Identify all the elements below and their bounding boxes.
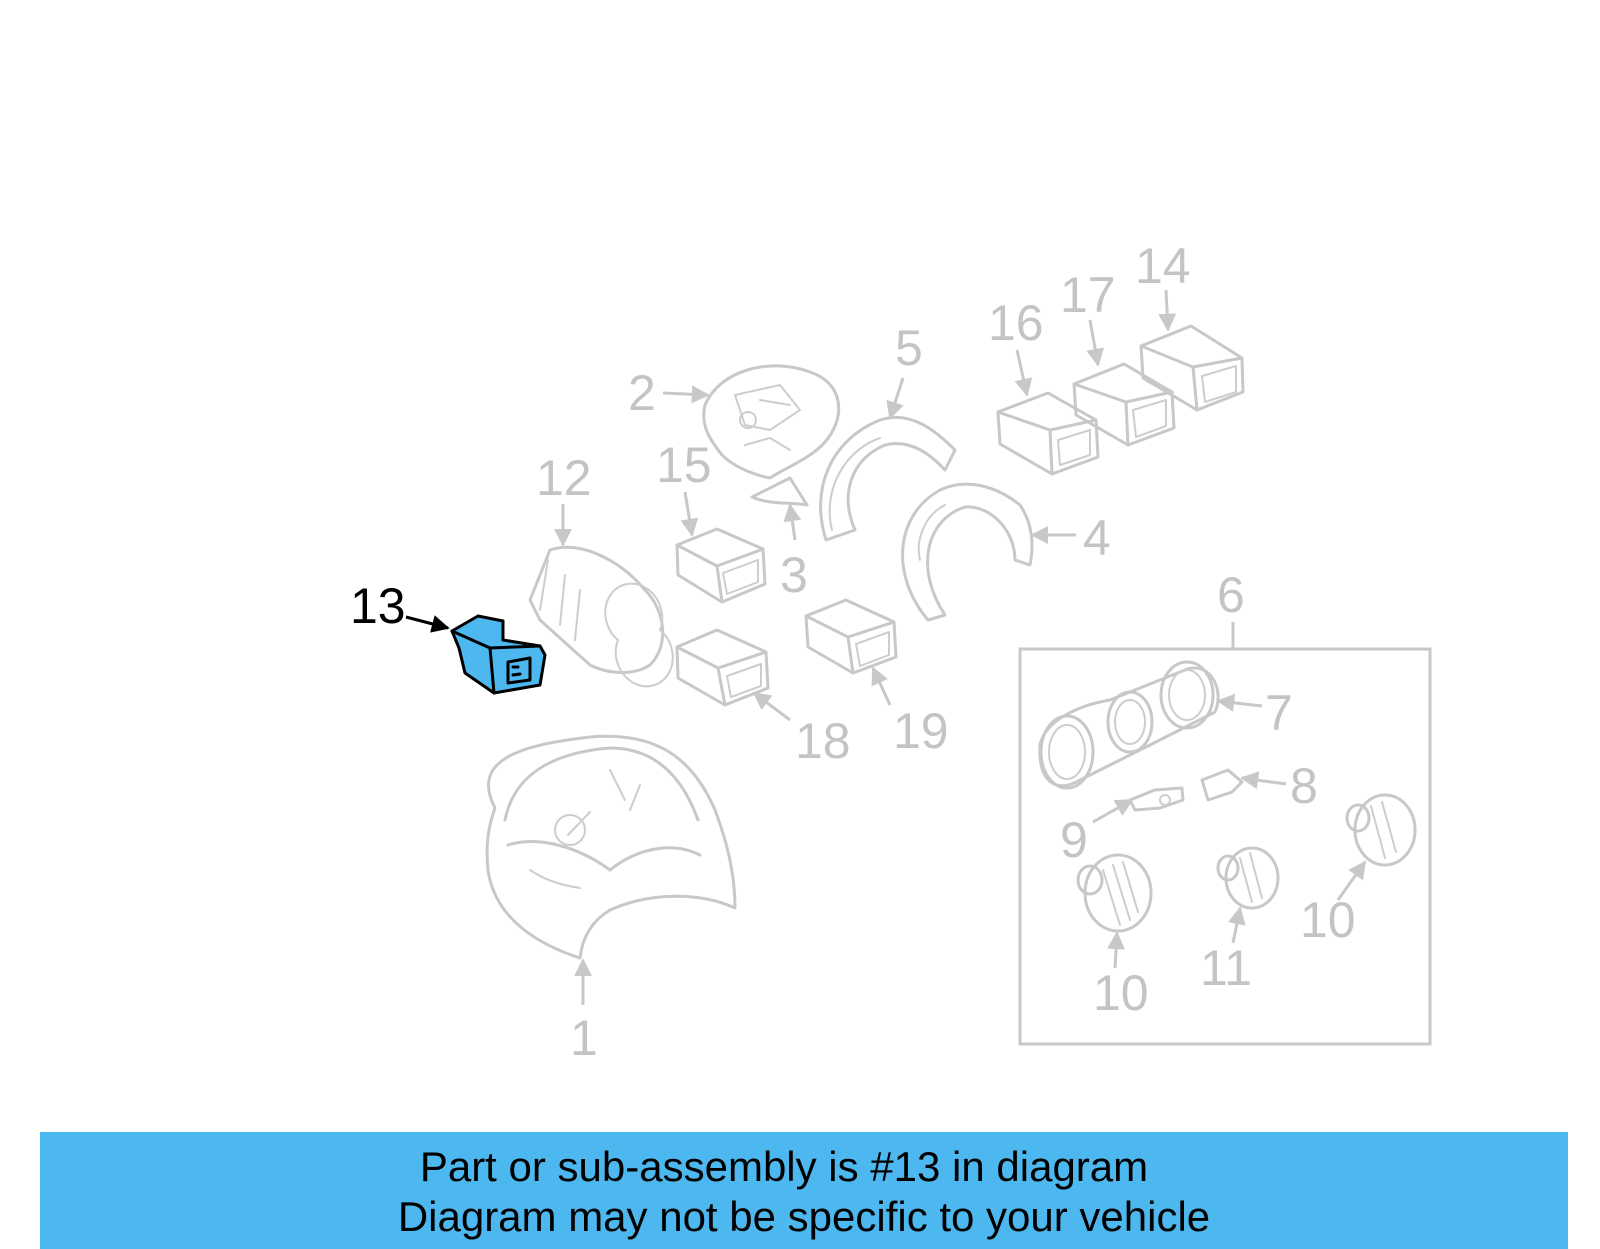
part-10-knob-left <box>1076 853 1153 933</box>
callout-1: 1 <box>570 1010 598 1066</box>
info-banner: Part or sub-assembly is #13 in diagram D… <box>40 1132 1568 1249</box>
leader-10-left <box>1107 931 1126 969</box>
leader-17 <box>1086 319 1105 367</box>
leader-10-right <box>1336 860 1367 901</box>
callout-7: 7 <box>1265 685 1293 741</box>
leader-14 <box>1158 289 1177 332</box>
part-8-button <box>1200 768 1244 802</box>
callout-14: 14 <box>1135 238 1191 294</box>
banner-line-disclaimer: Diagram may not be specific to your vehi… <box>397 1193 1211 1240</box>
callout-19: 19 <box>893 703 949 759</box>
part-5-arch-trim <box>819 415 957 542</box>
part-13-switch-highlighted <box>450 614 547 695</box>
leader-15 <box>680 491 699 537</box>
leader-11 <box>1227 906 1246 944</box>
callout-18: 18 <box>795 713 851 769</box>
callout-13-highlighted: 13 <box>350 578 406 634</box>
part-16-vent <box>996 391 1100 476</box>
leader-9 <box>1092 798 1134 824</box>
callout-17: 17 <box>1060 267 1116 323</box>
leader-13 <box>405 615 450 633</box>
callout-10-right: 10 <box>1300 892 1356 948</box>
callout-5: 5 <box>895 320 923 376</box>
leader-3 <box>783 503 802 541</box>
callout-9: 9 <box>1060 812 1088 868</box>
part-14-vent <box>1139 324 1245 412</box>
part-19-vent <box>804 598 898 675</box>
part-1-cluster-hood <box>485 734 737 960</box>
part-12-switch-cluster <box>528 545 674 688</box>
leader-19 <box>871 666 892 706</box>
callout-15: 15 <box>656 437 712 493</box>
banner-line-part-number: Part or sub-assembly is #13 in diagram <box>419 1143 1149 1190</box>
callout-12: 12 <box>536 450 592 506</box>
callout-11: 11 <box>1200 940 1252 996</box>
part-4-arch-trim <box>901 482 1034 622</box>
part-17-vent <box>1072 362 1176 447</box>
callout-3: 3 <box>780 547 808 603</box>
leader-16 <box>1014 349 1033 397</box>
callout-6: 6 <box>1217 567 1245 623</box>
leader-2 <box>662 385 710 404</box>
leader-7 <box>1216 693 1263 712</box>
callout-2: 2 <box>628 365 656 421</box>
part-7-bezel <box>1038 660 1220 790</box>
part-10-knob-right <box>1345 793 1417 867</box>
part-9-button <box>1128 786 1185 812</box>
leader-lines <box>405 289 1367 1005</box>
part-3-trim <box>750 476 809 507</box>
part-11-knob-center <box>1216 846 1280 910</box>
leader-8 <box>1240 771 1287 790</box>
callout-10-left: 10 <box>1093 965 1149 1021</box>
part-15-vent <box>675 527 767 604</box>
callout-8: 8 <box>1290 758 1318 814</box>
part-6-climate-control-group <box>1018 647 1432 1046</box>
callout-4: 4 <box>1083 510 1111 566</box>
leader-18 <box>752 691 791 722</box>
callout-labels: 1 2 3 4 5 6 7 8 9 10 10 11 12 13 14 15 1… <box>350 238 1356 1066</box>
leader-5 <box>886 377 905 420</box>
part-18-vent <box>675 628 770 707</box>
callout-16: 16 <box>988 295 1044 351</box>
part-2-dash-panel <box>702 364 841 480</box>
